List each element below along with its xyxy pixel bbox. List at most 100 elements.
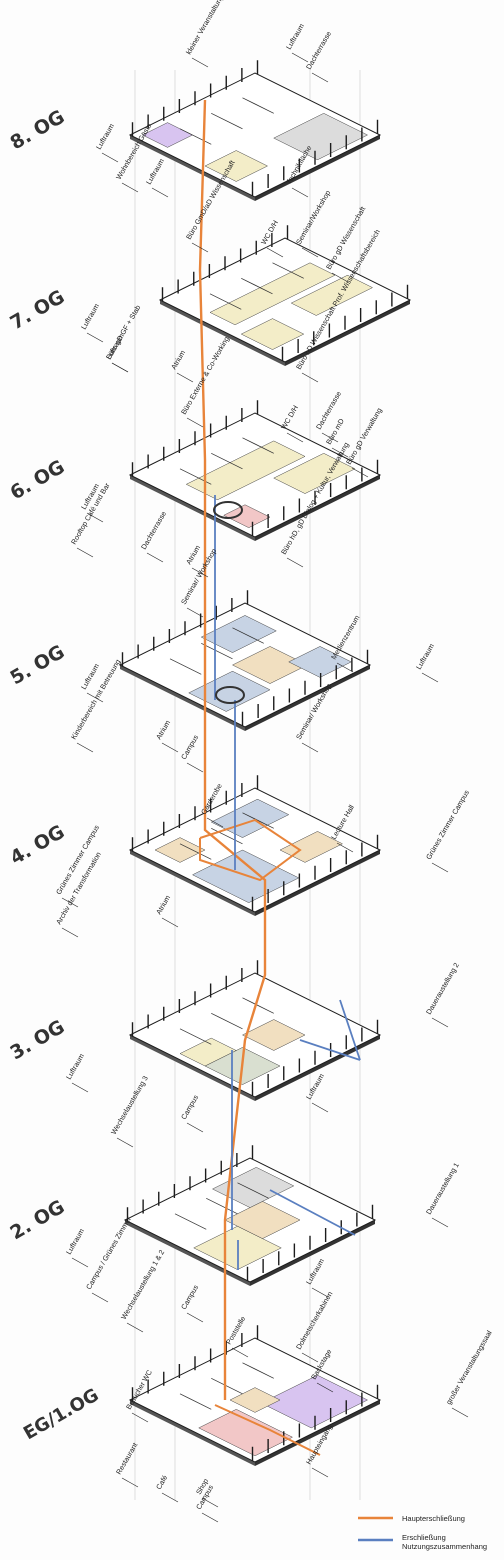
room-label: Daueraustellung 1 (424, 1161, 461, 1216)
slab-edge-left (130, 1035, 255, 1101)
interior-wall (242, 1362, 274, 1379)
leader-line (61, 927, 79, 938)
room-label: Luftraum (104, 332, 126, 361)
room-label: Luftraum (94, 122, 116, 151)
room-zone (154, 837, 206, 863)
leader-line (331, 447, 349, 458)
leader-line (191, 57, 209, 68)
room-zone (188, 670, 271, 712)
leader-line (301, 742, 319, 753)
leader-line (291, 187, 309, 198)
room-zone (290, 274, 374, 316)
slab-edge-left (125, 1220, 250, 1286)
room-zone (260, 1374, 369, 1429)
slab-edge-left (130, 850, 255, 916)
room-label: Poststelle (224, 1315, 247, 1346)
main-circulation-loop (199, 818, 302, 882)
leader-line (451, 1407, 469, 1418)
room-label: Campus / Grünes Zimmer (84, 1214, 133, 1291)
interior-wall (211, 1377, 243, 1395)
slab-edge-right (255, 850, 380, 916)
interior-wall (179, 128, 212, 145)
interior-wall (179, 843, 212, 860)
room-label: Luftraum (284, 22, 306, 51)
leader-line (301, 1352, 319, 1363)
leader-line (266, 247, 284, 258)
leader-line (336, 662, 354, 673)
room-zone (240, 318, 305, 350)
room-label: Luftraum (144, 157, 166, 186)
floor-plate-group (128, 775, 382, 916)
leader-line (161, 1492, 179, 1503)
room-label: Campus (179, 733, 200, 761)
leader-line (311, 72, 329, 83)
floor-titles: 8. OG7. OG6. OG5. OG4. OG3. OG2. OGEG/1.… (7, 106, 103, 1444)
room-label: Atrium (154, 719, 172, 741)
interior-wall (179, 1393, 212, 1410)
leader-line (331, 272, 349, 283)
room-label: Luftraum (304, 1257, 326, 1286)
leader-line (151, 187, 169, 198)
interior-wall (174, 1213, 207, 1230)
leader-line (76, 547, 94, 558)
interior-wall (242, 812, 274, 829)
leader-line (186, 607, 204, 618)
leader-line (311, 1287, 329, 1298)
slab-edge-right (255, 475, 380, 541)
leader-line (111, 362, 129, 373)
slab-edge-left (130, 1400, 255, 1466)
leader-line (431, 862, 449, 873)
leader-line (186, 1312, 204, 1323)
leader-line (231, 1347, 249, 1358)
room-label: WC D/H (279, 404, 300, 431)
leader-line (301, 247, 319, 258)
leader-line (301, 372, 319, 383)
slab-edge-left (120, 665, 245, 731)
interior-wall (209, 293, 242, 310)
floor-plate-group (118, 590, 372, 731)
room-zone (179, 1037, 237, 1067)
room-label: Dolmetscherkabinen (294, 1290, 335, 1351)
interior-wall (237, 1182, 269, 1199)
interior-wall (272, 262, 304, 279)
leader-line (201, 1497, 219, 1508)
room-label: Campus (179, 1283, 200, 1311)
room-label: Büro Externe & Co-Working (179, 335, 231, 416)
circulation-paths (198, 99, 361, 1456)
room-label: Luftraum (414, 642, 436, 671)
leader-line (291, 52, 309, 63)
leader-line (71, 1082, 89, 1093)
leader-line (191, 242, 209, 253)
room-label: Restaurant (114, 1441, 139, 1476)
room-label: Luftraum (304, 1072, 326, 1101)
leader-line (126, 1322, 144, 1333)
room-label: Luftraum (79, 302, 101, 331)
room-zone (273, 453, 356, 494)
leader-line (321, 432, 339, 443)
room-label: Seminar/ Workshop (179, 547, 218, 606)
interior-wall (242, 97, 274, 114)
leader-line (121, 1477, 139, 1488)
floor-title: EG/1.OG (20, 1385, 102, 1445)
room-label: Dachterrasse (139, 509, 168, 551)
floor-title: 5. OG (7, 641, 69, 689)
floor-title: 8. OG (7, 106, 69, 154)
leader-line (421, 672, 439, 683)
interior-wall (242, 997, 274, 1014)
room-zone (204, 150, 269, 182)
leader-line (316, 1382, 334, 1393)
floor-title: 7. OG (7, 286, 69, 334)
leader-line (76, 742, 94, 753)
slab-edge-right (250, 1220, 375, 1286)
room-label: Daueraustellung 2 (424, 961, 461, 1016)
room-label: Luftraum (64, 1052, 86, 1081)
room-label: Campus (179, 1093, 200, 1121)
leader-line (121, 182, 139, 193)
floor-title: 3. OG (7, 1016, 69, 1064)
leader-line (431, 1217, 449, 1228)
slab-edge-left (130, 135, 255, 201)
floor-plate-group (123, 1145, 377, 1286)
